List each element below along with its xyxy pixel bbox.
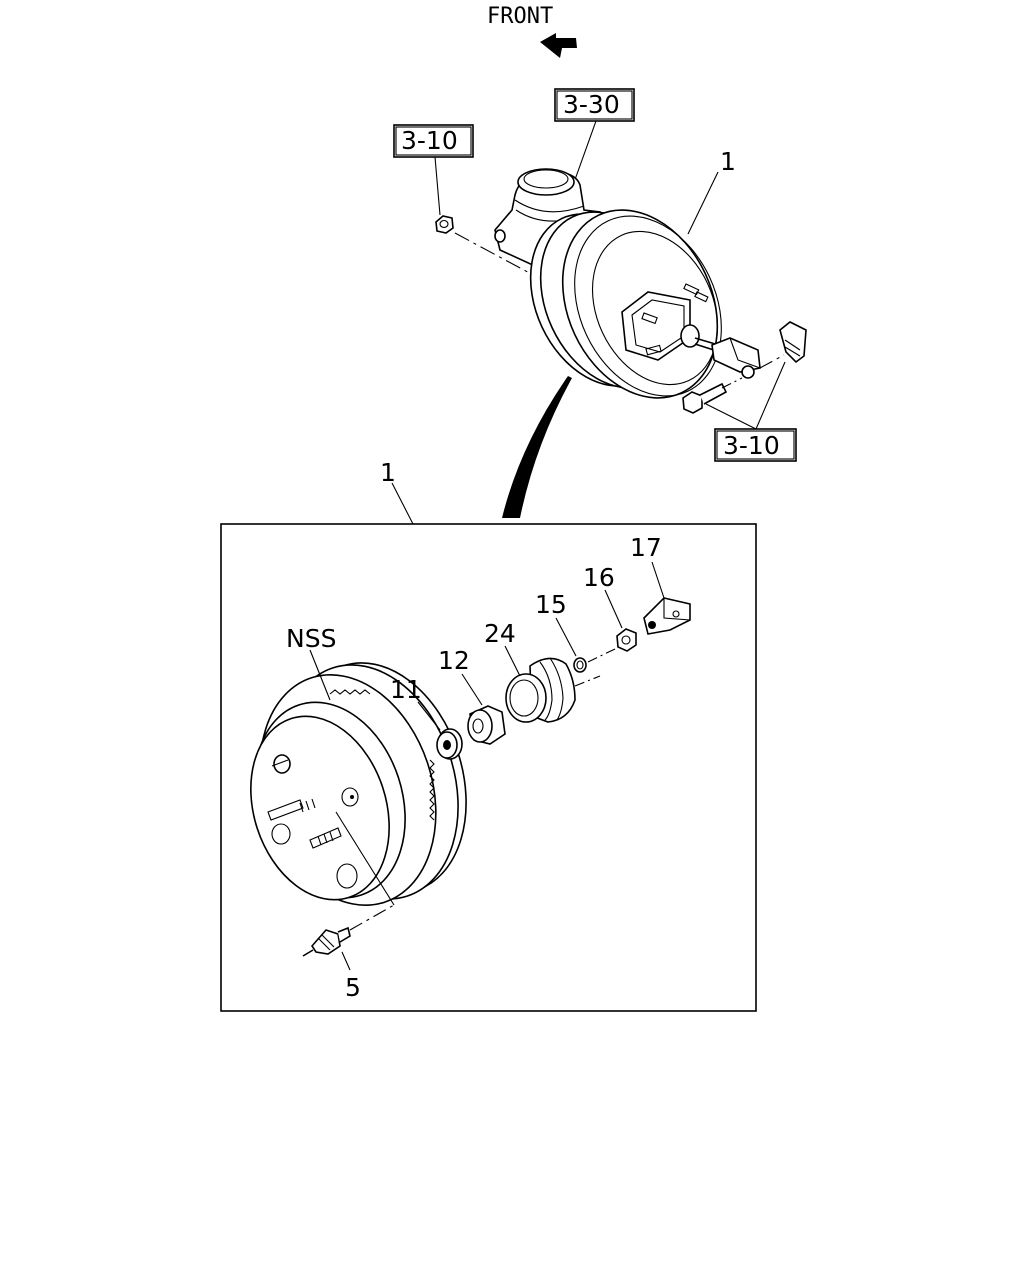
svg-text:3-10: 3-10 [723,431,780,460]
part-24 [505,657,601,723]
leader-1-detail [391,482,414,525]
centerline-5 [349,904,395,931]
ref-3-10-top[interactable]: 3-10 [393,124,474,158]
booster-top [529,209,723,399]
leader-15 [555,617,577,657]
part-17 [643,597,691,635]
leader-3-10-top [434,156,441,216]
label-15: 15 [535,590,567,619]
clip-top [779,321,807,364]
nut-top [435,215,454,234]
centerline-top [454,232,536,277]
leader-nss [309,649,331,701]
ref-3-10-bottom[interactable]: 3-10 [714,428,797,462]
leader-16 [604,589,623,629]
leader-5 [341,951,351,971]
leader-11 [417,701,441,731]
part-16 [616,628,637,652]
front-label: FRONT [487,4,553,29]
svg-text:3-10: 3-10 [401,126,458,155]
svg-text:3-30: 3-30 [563,90,620,119]
detail-pointer [502,376,572,518]
booster-detail [250,662,467,906]
bolt-top [682,382,728,414]
leader-24 [504,645,521,677]
leader-5-up [335,811,395,906]
label-nss: NSS [286,624,336,653]
label-11: 11 [390,675,422,704]
part-11 [436,728,463,760]
callout-1-detail: 1 [380,458,396,487]
leader-1-top [687,171,719,235]
centerline-15 [587,647,618,663]
leader-3-10-bolt [705,403,757,430]
part-15 [573,657,587,673]
leader-3-10-clip [755,361,786,430]
leader-17 [651,561,665,599]
leader-3-30 [571,120,597,189]
clevis-top [711,337,761,379]
label-24: 24 [484,619,516,648]
label-5: 5 [345,973,361,1002]
front-arrow-icon [540,33,577,58]
label-16: 16 [583,563,615,592]
label-12: 12 [438,646,470,675]
centerline-clip [759,354,785,369]
ref-3-30[interactable]: 3-30 [554,88,635,122]
detail-frame [220,523,757,1012]
callout-1-top: 1 [720,147,736,176]
centerline-bolt [721,377,743,389]
part-12 [467,705,506,745]
label-17: 17 [630,533,662,562]
part-5-sensor [302,926,351,957]
leader-12 [461,673,483,706]
